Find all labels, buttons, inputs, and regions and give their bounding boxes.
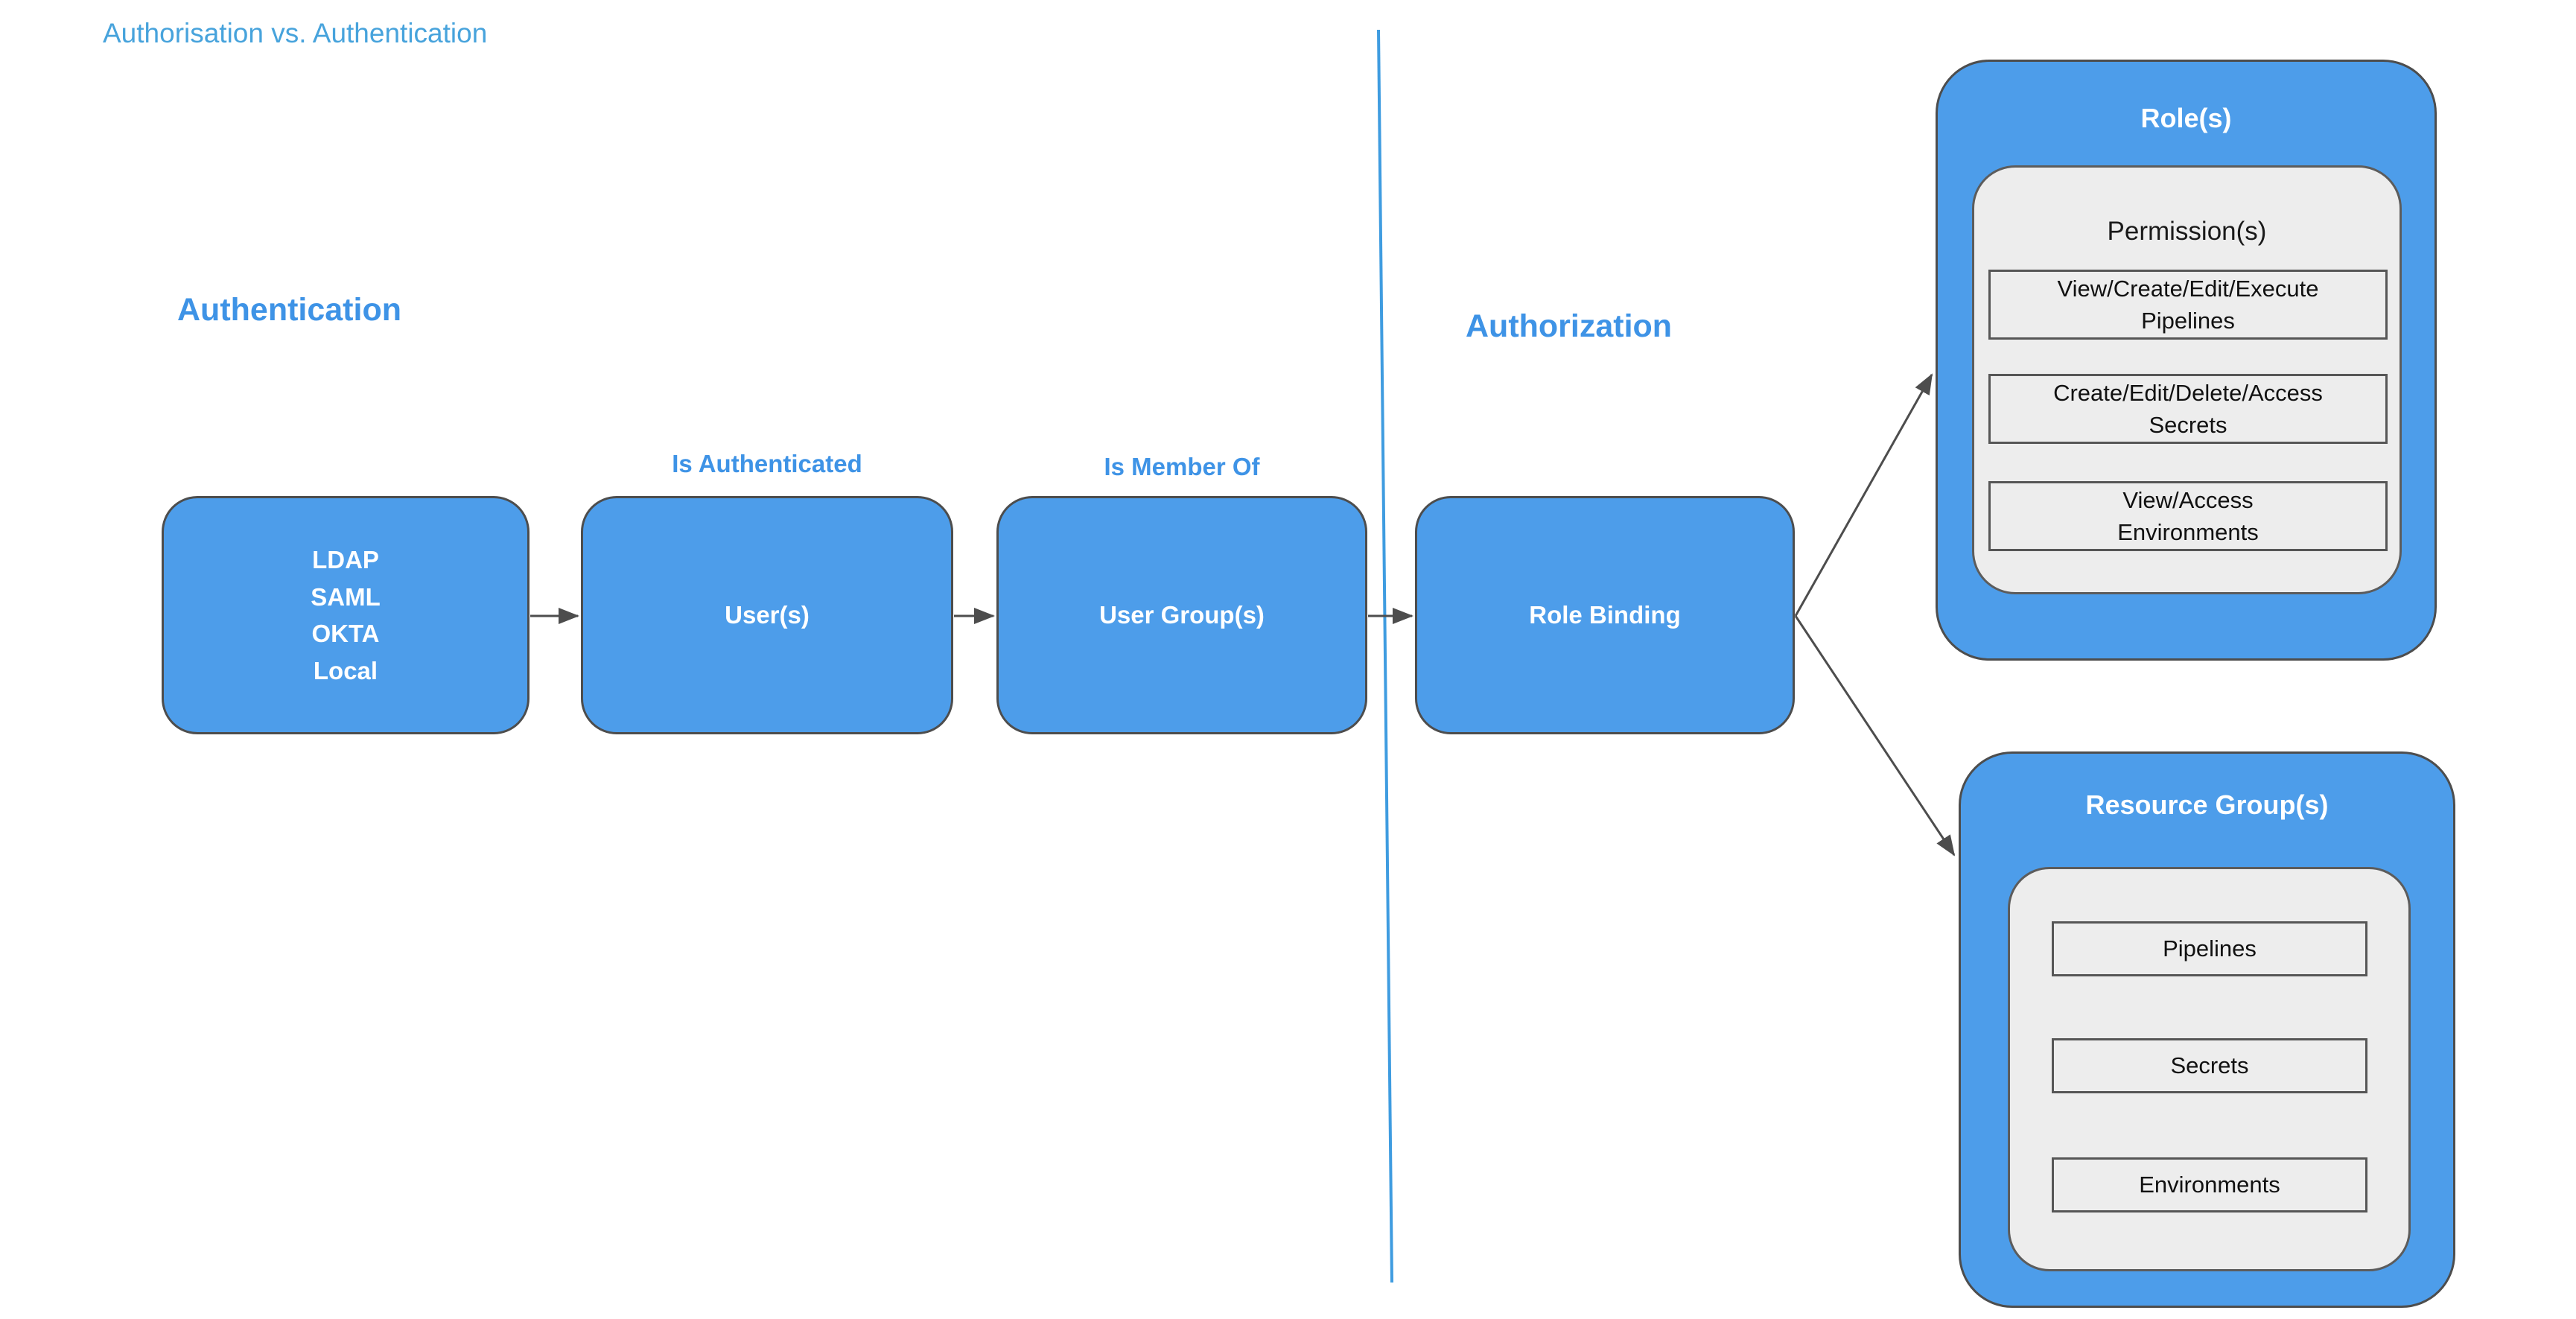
node-label: Role Binding [1529,601,1681,629]
resource-label: Environments [2139,1172,2280,1198]
branch-arrow-role-binding-to-roles [1794,373,1933,617]
resource-label: Pipelines [2163,935,2257,962]
identity-provider-line: OKTA [311,620,380,647]
permission-line: Environments [2117,519,2259,545]
identity-provider-lines: LDAP SAML OKTA Local [311,541,381,689]
resources-panel: Pipelines Secrets Environments [2008,867,2411,1271]
resource-box-environments: Environments [2052,1157,2367,1212]
permission-line: Create/Edit/Delete/Access [2053,379,2323,406]
authorization-heading: Authorization [1466,308,1673,344]
node-role-binding: Role Binding [1415,496,1795,734]
node-label: User(s) [725,601,810,629]
branch-arrow-role-binding-to-resource-groups [1794,615,1956,856]
resource-groups-title: Resource Group(s) [2085,789,2329,820]
node-user-groups: User Group(s) [996,496,1367,734]
roles-title: Role(s) [2140,103,2232,133]
authentication-heading: Authentication [177,292,401,328]
identity-provider-line: SAML [311,582,381,611]
permissions-panel-title: Permission(s) [2107,217,2267,246]
authentication-authorization-divider [1377,29,1393,1283]
permissions-panel: Permission(s) View/Create/Edit/Execute P… [1972,165,2402,594]
permission-box-secrets: Create/Edit/Delete/Access Secrets [1988,374,2388,444]
is-member-of-label: Is Member Of [1104,453,1260,480]
node-label: User Group(s) [1099,601,1265,629]
node-users: User(s) [581,496,953,734]
permission-box-pipelines: View/Create/Edit/Execute Pipelines [1988,270,2388,340]
resource-groups-container: Resource Group(s) Pipelines Secrets Envi… [1959,751,2455,1308]
resource-box-secrets: Secrets [2052,1038,2367,1093]
permission-box-environments: View/Access Environments [1988,481,2388,551]
node-identity-providers: LDAP SAML OKTA Local [162,496,529,734]
resource-box-pipelines: Pipelines [2052,921,2367,976]
identity-provider-line: LDAP [312,546,379,573]
is-authenticated-label: Is Authenticated [672,450,862,477]
roles-container: Role(s) Permission(s) View/Create/Edit/E… [1936,60,2437,661]
permission-line: Pipelines [2141,308,2235,334]
resource-label: Secrets [2170,1052,2249,1078]
permission-line: Secrets [2149,412,2227,438]
page-title: Authorisation vs. Authentication [103,18,488,48]
permission-line: View/Create/Edit/Execute [2057,275,2319,302]
identity-provider-line: Local [313,656,378,684]
permission-line: View/Access [2122,486,2254,513]
